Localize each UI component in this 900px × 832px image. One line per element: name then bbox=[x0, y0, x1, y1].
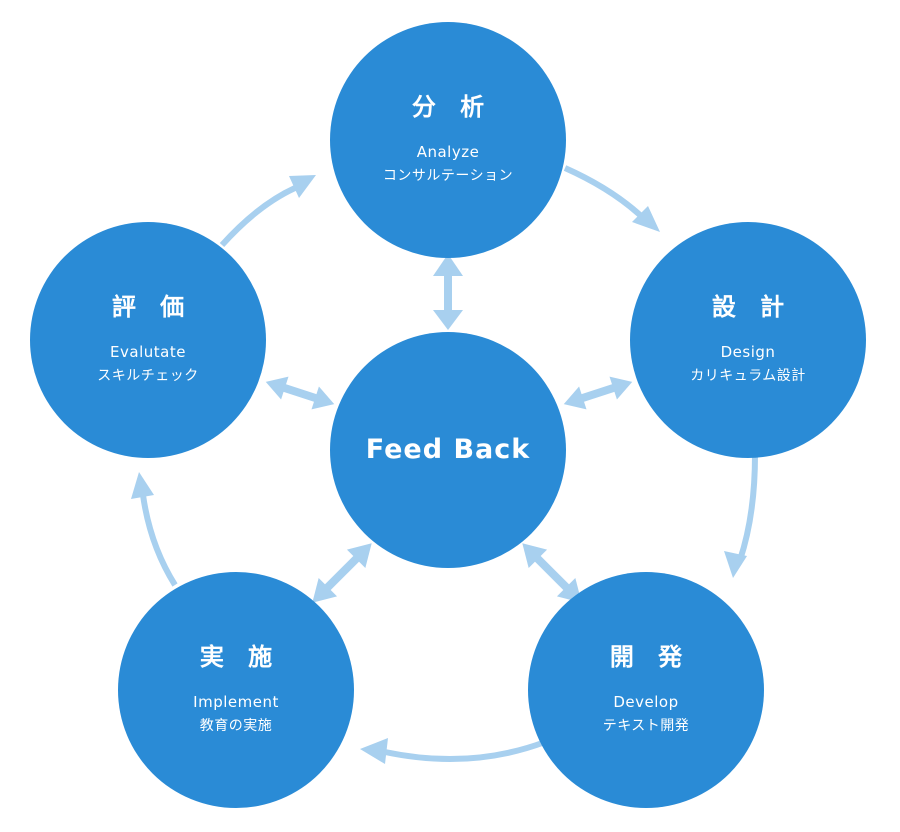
arrow-evaluate-to-analyze bbox=[219, 185, 297, 248]
arrow-design-to-develop bbox=[737, 454, 758, 561]
arrowhead-implement bbox=[360, 738, 388, 764]
arrow-analyze-to-design bbox=[563, 165, 643, 218]
node-design: 設 計 Design カリキュラム設計 bbox=[630, 222, 866, 458]
feedback-arrows bbox=[265, 254, 633, 603]
node-evaluate-japanese: スキルチェック bbox=[97, 368, 199, 384]
feedback-arrow-design bbox=[563, 376, 633, 410]
node-develop-japanese: テキスト開発 bbox=[602, 718, 690, 734]
node-evaluate-english: Evalutate bbox=[110, 343, 186, 361]
node-design-japanese: カリキュラム設計 bbox=[690, 368, 806, 384]
node-develop-english: Develop bbox=[613, 693, 679, 711]
arrowhead-evaluate bbox=[131, 472, 154, 499]
node-analyze-japanese: コンサルテーション bbox=[382, 168, 514, 184]
node-develop: 開 発 Develop テキスト開発 bbox=[528, 572, 764, 808]
arrow-develop-to-implement bbox=[384, 739, 547, 763]
node-design-english: Design bbox=[720, 343, 776, 361]
feedback-label: Feed Back bbox=[365, 434, 531, 465]
node-implement: 実 施 Implement 教育の実施 bbox=[118, 572, 354, 808]
cycle-arrowheads bbox=[131, 175, 747, 764]
node-evaluate-title: 評 価 bbox=[111, 293, 193, 321]
arrowhead-analyze bbox=[289, 175, 316, 198]
feedback-node: Feed Back bbox=[330, 332, 566, 568]
feedback-arrow-implement bbox=[312, 543, 372, 603]
feedback-arrow-evaluate bbox=[265, 376, 335, 410]
cycle-arrows bbox=[140, 165, 758, 763]
node-implement-english: Implement bbox=[193, 693, 279, 711]
feedback-arrow-analyze bbox=[433, 254, 463, 330]
node-analyze-english: Analyze bbox=[416, 143, 480, 161]
node-evaluate: 評 価 Evalutate スキルチェック bbox=[30, 222, 266, 458]
node-implement-japanese: 教育の実施 bbox=[199, 718, 273, 734]
node-develop-title: 開 発 bbox=[609, 643, 691, 671]
node-implement-title: 実 施 bbox=[199, 643, 281, 671]
node-analyze: 分 析 Analyze コンサルテーション bbox=[330, 22, 566, 258]
arrow-implement-to-evaluate bbox=[140, 494, 178, 587]
node-design-title: 設 計 bbox=[711, 293, 793, 321]
arrowhead-develop bbox=[724, 551, 747, 578]
node-analyze-title: 分 析 bbox=[411, 93, 493, 121]
arrowhead-design bbox=[632, 206, 660, 232]
